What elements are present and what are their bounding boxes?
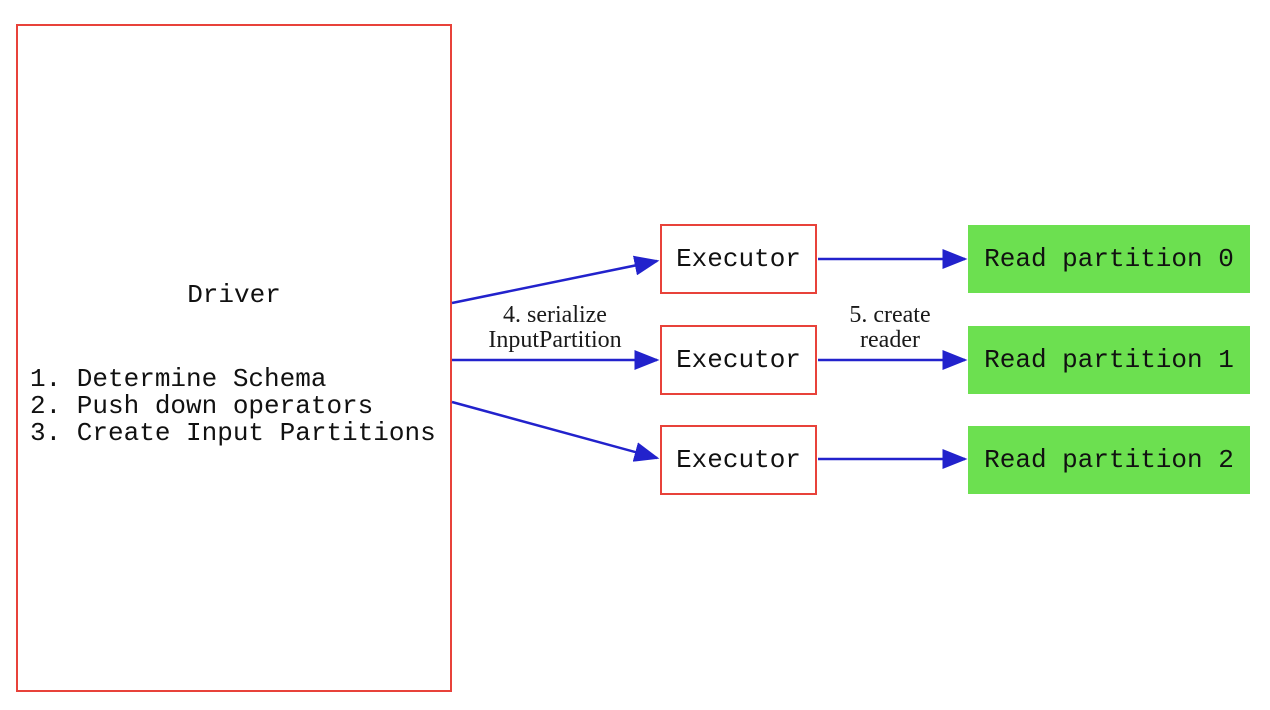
read-partition-label: Read partition 0 (984, 244, 1234, 274)
label-create-reader: 5. create reader (849, 302, 931, 353)
label-serialize-inputpartition: 4. serialize InputPartition (488, 302, 622, 353)
executor-box-0: Executor (660, 224, 817, 294)
executor-label: Executor (676, 244, 801, 274)
read-partition-box-0: Read partition 0 (968, 225, 1250, 293)
executor-box-1: Executor (660, 325, 817, 395)
driver-box: Driver 1. Determine Schema 2. Push down … (16, 24, 452, 692)
read-partition-label: Read partition 1 (984, 345, 1234, 375)
read-partition-label: Read partition 2 (984, 445, 1234, 475)
arrow-driver-to-executor-0 (451, 255, 660, 305)
executor-box-2: Executor (660, 425, 817, 495)
arrow-driver-to-executor-2 (451, 400, 660, 462)
executor-label: Executor (676, 345, 801, 375)
executor-label: Executor (676, 445, 801, 475)
driver-title: Driver (187, 280, 281, 310)
read-partition-box-2: Read partition 2 (968, 426, 1250, 494)
driver-steps-list: 1. Determine Schema 2. Push down operato… (30, 364, 436, 448)
read-partition-box-1: Read partition 1 (968, 326, 1250, 394)
